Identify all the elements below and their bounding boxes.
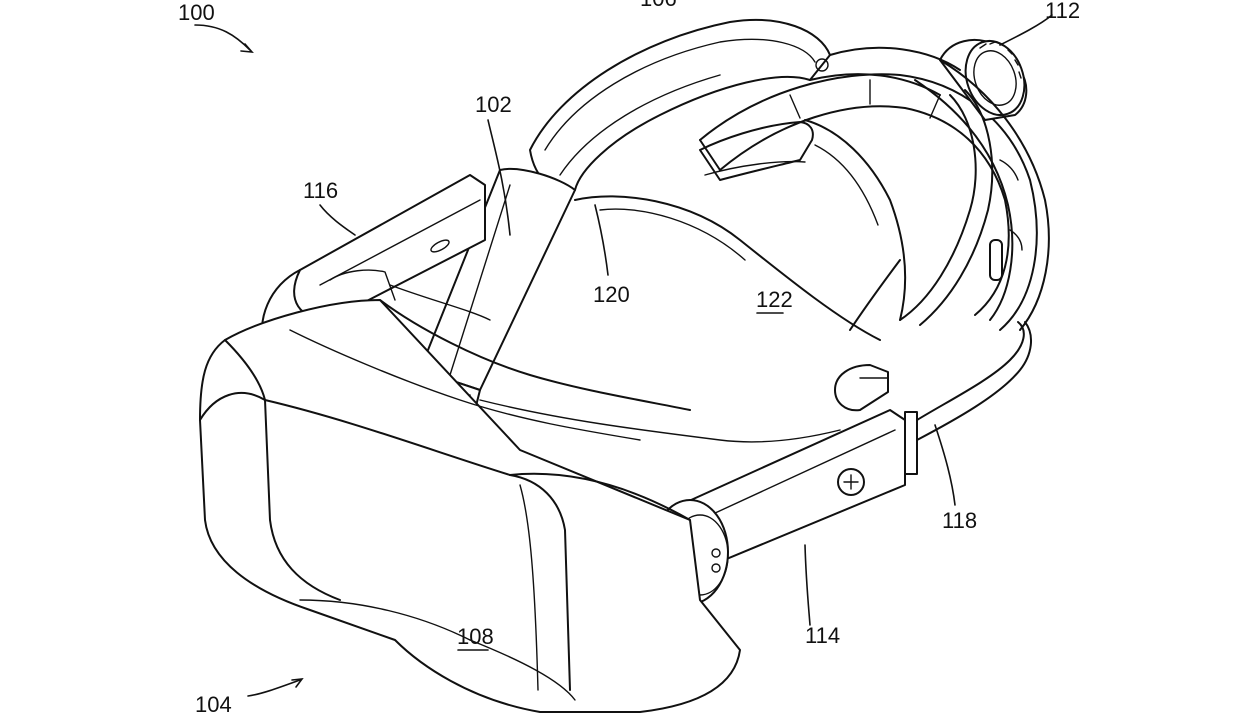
- label-strap-top: 106: [640, 0, 677, 11]
- interior-frame: [574, 119, 907, 341]
- top-strap: [529, 18, 961, 192]
- hinge-clip: [834, 364, 889, 412]
- label-strap-junction: 120: [593, 282, 630, 307]
- label-left-arm: 116: [303, 178, 338, 203]
- leader-lines: [194, 14, 1053, 697]
- label-interior: 122: [756, 287, 793, 312]
- rear-pad: [914, 59, 1050, 331]
- label-visor-housing: 104: [195, 692, 232, 717]
- label-assembly: 100: [178, 0, 215, 25]
- label-cable: 118: [942, 508, 977, 533]
- adjustment-knob: [939, 39, 1028, 121]
- label-strap-side: 102: [475, 92, 512, 117]
- visor-top-edge: [479, 399, 841, 443]
- label-front-face: 108: [457, 624, 494, 649]
- label-knob: 112: [1045, 0, 1080, 23]
- visor-housing: [199, 269, 741, 713]
- reference-labels: 100 106 102 112 116 120 122 118 114 108 …: [178, 0, 1080, 717]
- label-right-arm: 114: [805, 623, 840, 648]
- audio-cable: [899, 89, 1032, 441]
